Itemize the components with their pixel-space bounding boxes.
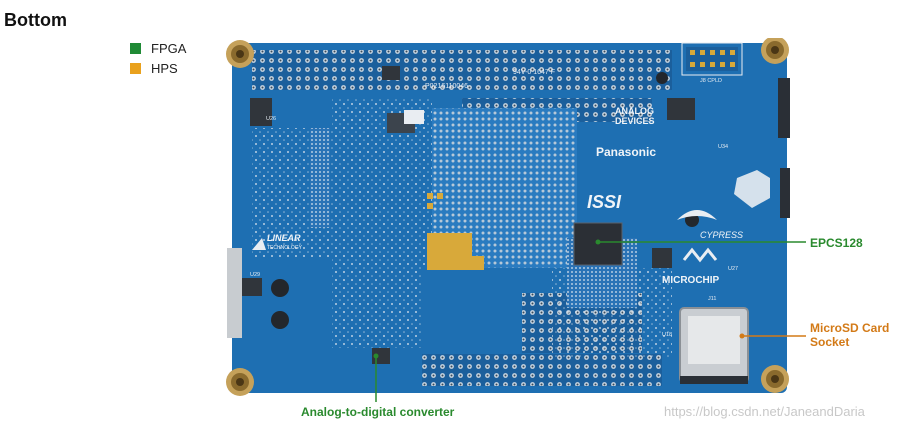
label-u26: U26 (266, 116, 276, 122)
callout-microsd: MicroSD Card Socket (810, 321, 889, 349)
pin-header-bottom (422, 354, 662, 386)
legend-item-hps: HPS (130, 58, 186, 78)
fpga-swatch (130, 42, 141, 54)
capacitor-2 (271, 311, 289, 329)
mounting-screw-top-left (226, 40, 254, 68)
microsd-base (680, 376, 748, 384)
analog-devices-line2: DEVICES (615, 116, 655, 126)
epcs128-leader-dot (595, 239, 601, 245)
component-field-4 (332, 268, 422, 348)
hps-swatch (130, 62, 141, 74)
component-field (332, 98, 432, 268)
board-bottom-photo: P0216110046 94V-0 1647 F U26 U29 U34 U27… (226, 38, 790, 396)
page-heading: Bottom (4, 10, 67, 30)
watermark: https://blog.csdn.net/JaneandDaria (664, 404, 865, 419)
gold-pad-3 (437, 193, 443, 199)
adc-leader-dot (373, 353, 379, 359)
jtag-header (681, 42, 743, 76)
mounting-screw-bottom-left (226, 368, 254, 396)
label-cpld: J8 CPLD (700, 78, 722, 84)
connector-vertical (310, 128, 330, 228)
pcb-edge-left (227, 248, 242, 338)
board-rating: 94V-0 1647 F (513, 69, 555, 76)
mounting-screw-bottom-right (761, 365, 789, 393)
panasonic-logo: Panasonic (596, 145, 656, 159)
pcb-edge-right-2 (780, 168, 790, 218)
we-logo (404, 110, 424, 124)
gold-pad-4 (427, 203, 433, 209)
pcb-edge-right (778, 78, 790, 138)
legend-item-fpga: FPGA (130, 38, 186, 58)
chip-small-lower-left (242, 278, 262, 296)
linear-logo-icon (252, 238, 266, 250)
capacitor-3 (656, 72, 668, 84)
chip-upper-mid (382, 66, 400, 80)
chip-right-2 (652, 248, 672, 268)
callout-microsd-line1: MicroSD Card (810, 321, 890, 335)
issi-logo: ISSI (587, 192, 622, 212)
microsd-slot (688, 316, 740, 364)
callout-epcs128: EPCS128 (810, 236, 863, 250)
capacitor-1 (271, 279, 289, 297)
gold-pad-area (427, 233, 484, 270)
microsd-leader-dot (739, 333, 745, 339)
linear-logo-sub: TECHNOLOGY (267, 245, 303, 251)
label-j11: J11 (708, 296, 716, 302)
label-u18: U18 (662, 332, 672, 338)
callout-microsd-line2: Socket (810, 335, 850, 349)
analog-devices-line1: ANALOG (615, 106, 654, 116)
legend-label-fpga: FPGA (151, 40, 187, 56)
label-u34: U34 (718, 144, 728, 150)
legend-label-hps: HPS (151, 60, 178, 76)
chip-u26 (250, 98, 272, 126)
cypress-swirl-icon (677, 210, 717, 220)
label-u29: U29 (250, 272, 260, 278)
gold-pad-2 (427, 193, 433, 199)
cypress-logo: CYPRESS (700, 230, 743, 240)
linear-logo: LINEAR (267, 233, 301, 243)
microchip-logo: MICROCHIP (662, 275, 720, 286)
label-u27: U27 (728, 266, 738, 272)
mounting-screw-top-right (761, 38, 789, 64)
callout-adc: Analog-to-digital converter (301, 405, 455, 419)
chip-right-1 (667, 98, 695, 120)
microchip-logo-icon (682, 247, 718, 263)
board-serial: P0216110046 (425, 83, 468, 90)
jtag-pin-grid (690, 50, 735, 67)
legend: FPGA HPS (130, 38, 186, 78)
ti-logo (734, 170, 770, 208)
pin-header-top (252, 50, 672, 90)
